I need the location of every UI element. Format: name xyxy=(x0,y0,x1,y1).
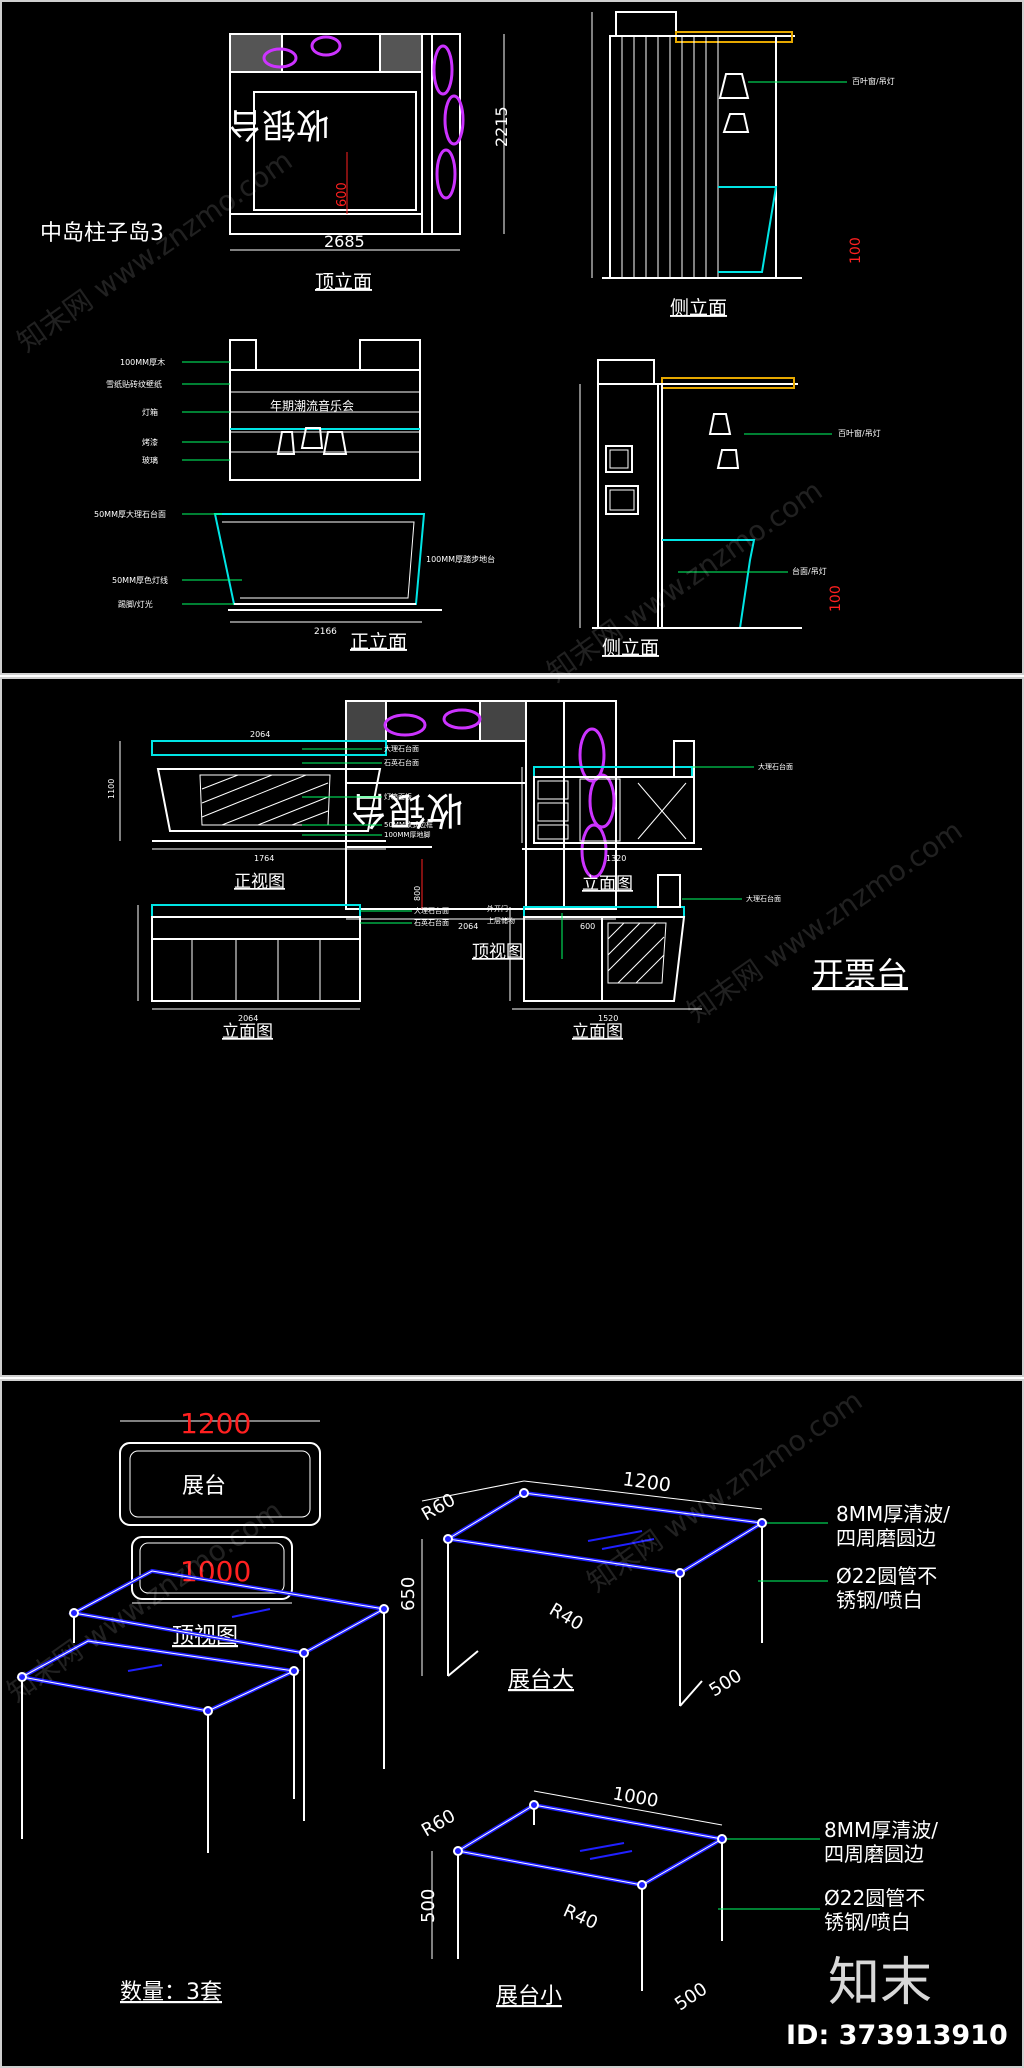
dim-front-view-bottom: 1764 xyxy=(254,854,274,863)
large-label: 展台大 xyxy=(508,1668,574,1693)
label-side-elevation-1: 侧立面 xyxy=(670,297,727,319)
side2-note-2: 台面/吊灯 xyxy=(792,566,827,576)
cad-panel-display-tables: 1200 展台 1000 顶视图 1200 650 R60 R40 500 8M… xyxy=(0,1379,1024,2068)
dim-front-width: 2166 xyxy=(314,627,337,637)
large-note-pipe-1: Ø22圆管不 xyxy=(836,1564,937,1588)
top-view-dim-1200: 1200 xyxy=(180,1407,251,1440)
dim-topview-width: 2064 xyxy=(458,922,478,931)
small-r-top: R60 xyxy=(418,1805,459,1841)
large-note-glass-1: 8MM厚清波/ xyxy=(836,1502,950,1526)
front-banner: 年期潮流音乐会 xyxy=(270,398,354,413)
dim-topview-left: 800 xyxy=(413,886,422,901)
dim-top-height: 2215 xyxy=(492,106,511,147)
cashier-desk-drawings: 收银台 2064 800 600 顶视图 2064 1764 1100 大理石台… xyxy=(107,700,908,1042)
dim-top-width: 2685 xyxy=(324,232,365,251)
sign-text-top: 收银台 xyxy=(228,104,330,144)
front-view-note-1: 大理石台面 xyxy=(384,744,419,753)
large-table-drawing xyxy=(421,1480,828,1707)
elev3-note-3: 大理石台面 xyxy=(746,894,781,903)
large-r-leg: R40 xyxy=(546,1599,587,1635)
front-note-3: 灯箱 xyxy=(142,407,158,417)
dim-top-inner: 600 xyxy=(335,182,350,207)
label-elev-3: 立面图 xyxy=(572,1022,623,1042)
front-note-6: 50MM厚大理石台面 xyxy=(94,509,166,519)
small-note-pipe-1: Ø22圆管不 xyxy=(824,1886,925,1910)
dim-topview-right: 600 xyxy=(580,922,595,931)
side1-note: 百叶窗/吊灯 xyxy=(852,76,895,86)
front-note-5: 玻璃 xyxy=(142,455,158,465)
front-note-4: 烤漆 xyxy=(142,437,158,447)
small-height: 500 xyxy=(418,1889,439,1923)
top-view-stand-label: 展台 xyxy=(182,1474,226,1499)
top-view-drawing xyxy=(345,700,617,920)
cad-panel-cashier-desk: 收银台 2064 800 600 顶视图 2064 1764 1100 大理石台… xyxy=(0,677,1024,1377)
elev1-note: 大理石台面 xyxy=(758,762,793,771)
front-note-2: 雪纸贴砖纹壁纸 xyxy=(106,379,162,389)
elev3-note-1: 外开门 xyxy=(487,904,508,913)
dim-elev1-width: 1320 xyxy=(606,854,626,863)
desk-title: 开票台 xyxy=(812,955,908,993)
front-view-note-4: 50MM欧式边框 xyxy=(384,820,433,829)
label-top-view: 顶视图 xyxy=(472,942,523,962)
elevation-3-drawing xyxy=(509,874,742,1010)
quantity-label: 数量：3套 xyxy=(120,1980,222,2005)
front-view-drawing xyxy=(119,740,387,850)
front-note-1: 100MM厚木 xyxy=(120,357,165,367)
image-id: ID: 373913910 xyxy=(786,2020,1008,2051)
small-table-drawing xyxy=(431,1790,820,1991)
label-front-view: 正视图 xyxy=(234,872,285,892)
dim-elev3-width: 1520 xyxy=(598,1014,618,1023)
brand-logo: 知末 xyxy=(828,1953,933,2013)
large-depth: 500 xyxy=(706,1665,746,1701)
nested-tables-drawing xyxy=(16,1568,391,1853)
elev2-note-2: 石英石台面 xyxy=(414,918,449,927)
group-title: 中岛柱子岛3 xyxy=(40,221,164,246)
elevation-1-drawing xyxy=(521,740,754,850)
label-top-elevation: 顶立面 xyxy=(315,271,372,293)
elevation-2-drawing xyxy=(137,904,412,1010)
cad-panel-elevations: 中岛柱子岛3 收银台 2685 2215 600 顶立面 xyxy=(0,0,1024,675)
label-elev-1: 立面图 xyxy=(582,874,633,894)
label-front-elevation: 正立面 xyxy=(350,631,407,653)
dim-elev2-width: 2064 xyxy=(238,1014,258,1023)
large-note-glass-2: 四周磨圆边 xyxy=(836,1526,936,1550)
top-view-rects xyxy=(119,1420,321,1604)
small-length: 1000 xyxy=(611,1783,660,1812)
small-note-glass-2: 四周磨圆边 xyxy=(824,1842,924,1866)
front-note-8: 踢脚/灯光 xyxy=(118,599,153,609)
top-elevation-drawing xyxy=(229,33,505,251)
front-elevation-drawing xyxy=(182,339,442,623)
small-depth: 500 xyxy=(671,1979,711,2016)
large-height: 650 xyxy=(398,1577,419,1611)
dim-front-view-height: 1100 xyxy=(107,779,116,799)
large-note-pipe-2: 锈钢/喷白 xyxy=(836,1588,923,1612)
elev2-note-1: 大理石台面 xyxy=(414,906,449,915)
small-label: 展台小 xyxy=(496,1984,562,2009)
small-r-leg: R40 xyxy=(560,1900,601,1934)
label-elev-2: 立面图 xyxy=(222,1022,273,1042)
display-table-drawings: 1200 展台 1000 顶视图 1200 650 R60 R40 500 8M… xyxy=(16,1407,950,2016)
front-view-note-3: 灯箱面板 xyxy=(384,792,412,801)
large-length: 1200 xyxy=(621,1468,672,1497)
elev3-note-2: 上层储物 xyxy=(487,916,515,925)
front-note-9: 100MM厚踏步地台 xyxy=(426,554,495,564)
front-view-note-2: 石英石台面 xyxy=(384,758,419,767)
side-elevation-2-drawing xyxy=(579,359,832,629)
small-note-pipe-2: 锈钢/喷白 xyxy=(824,1910,911,1934)
small-note-glass-1: 8MM厚清波/ xyxy=(824,1818,938,1842)
dim-side-100: 100 xyxy=(848,237,864,264)
side2-note-1: 百叶窗/吊灯 xyxy=(838,428,881,438)
dim-front-view-width: 2064 xyxy=(250,730,270,739)
elevation-drawings: 中岛柱子岛3 收银台 2685 2215 600 顶立面 xyxy=(40,11,895,659)
front-note-7: 50MM厚色灯线 xyxy=(112,575,168,585)
front-view-note-5: 100MM厚地脚 xyxy=(384,830,430,839)
side-elevation-1-drawing xyxy=(591,11,847,279)
label-side-elevation-2: 侧立面 xyxy=(602,637,659,659)
dim-side2-100: 100 xyxy=(828,585,844,612)
